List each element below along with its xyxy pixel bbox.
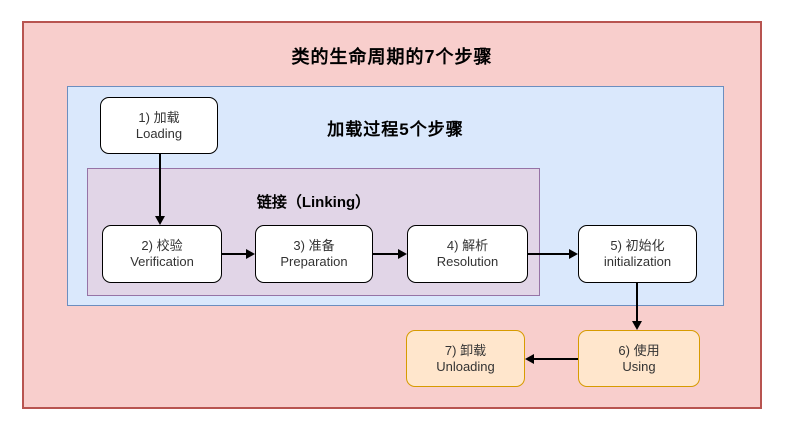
arrow-loading-to-verification xyxy=(159,154,161,217)
linking-title: 链接（Linking） xyxy=(256,194,371,211)
step-label-zh: 6) 使用 xyxy=(618,342,660,358)
loading-phase-title: 加载过程5个步骤 xyxy=(327,120,464,139)
step-label-zh: 3) 准备 xyxy=(293,238,335,253)
step-box-initialization: 5) 初始化 initialization xyxy=(578,225,697,283)
lifecycle-title: 类的生命周期的7个步骤 xyxy=(291,47,493,67)
step-label-en: Loading xyxy=(135,125,183,141)
step-box-unloading: 7) 卸载 Unloading xyxy=(406,330,525,387)
arrow-using-to-unloading-head xyxy=(525,354,534,364)
step-label-zh: 1) 加载 xyxy=(138,109,180,125)
step-label-en: Unloading xyxy=(436,358,495,374)
arrow-verification-to-preparation xyxy=(222,253,247,255)
arrow-preparation-to-resolution xyxy=(373,253,399,255)
step-label-en: initialization xyxy=(603,254,672,269)
arrow-preparation-to-resolution-head xyxy=(398,249,407,259)
arrow-initialization-to-using xyxy=(636,283,638,322)
step-label-en: Verification xyxy=(130,254,194,269)
step-label-zh: 4) 解析 xyxy=(446,238,489,253)
arrow-resolution-to-initialization-head xyxy=(569,249,578,259)
step-box-verification: 2) 校验 Verification xyxy=(102,225,222,283)
step-label-zh: 5) 初始化 xyxy=(610,238,665,253)
arrow-loading-to-verification-head xyxy=(155,216,165,225)
step-label-zh: 2) 校验 xyxy=(141,238,183,253)
arrow-verification-to-preparation-head xyxy=(246,249,255,259)
step-label-en: Using xyxy=(622,358,656,374)
arrow-resolution-to-initialization xyxy=(528,253,570,255)
step-box-preparation: 3) 准备 Preparation xyxy=(255,225,373,283)
step-box-using: 6) 使用 Using xyxy=(578,330,700,387)
step-box-loading: 1) 加载 Loading xyxy=(100,97,218,154)
step-label-en: Preparation xyxy=(280,254,348,269)
step-label-en: Resolution xyxy=(436,254,499,269)
arrow-using-to-unloading xyxy=(534,358,578,360)
step-label-zh: 7) 卸载 xyxy=(444,342,487,358)
arrow-initialization-to-using-head xyxy=(632,321,642,330)
step-box-resolution: 4) 解析 Resolution xyxy=(407,225,528,283)
